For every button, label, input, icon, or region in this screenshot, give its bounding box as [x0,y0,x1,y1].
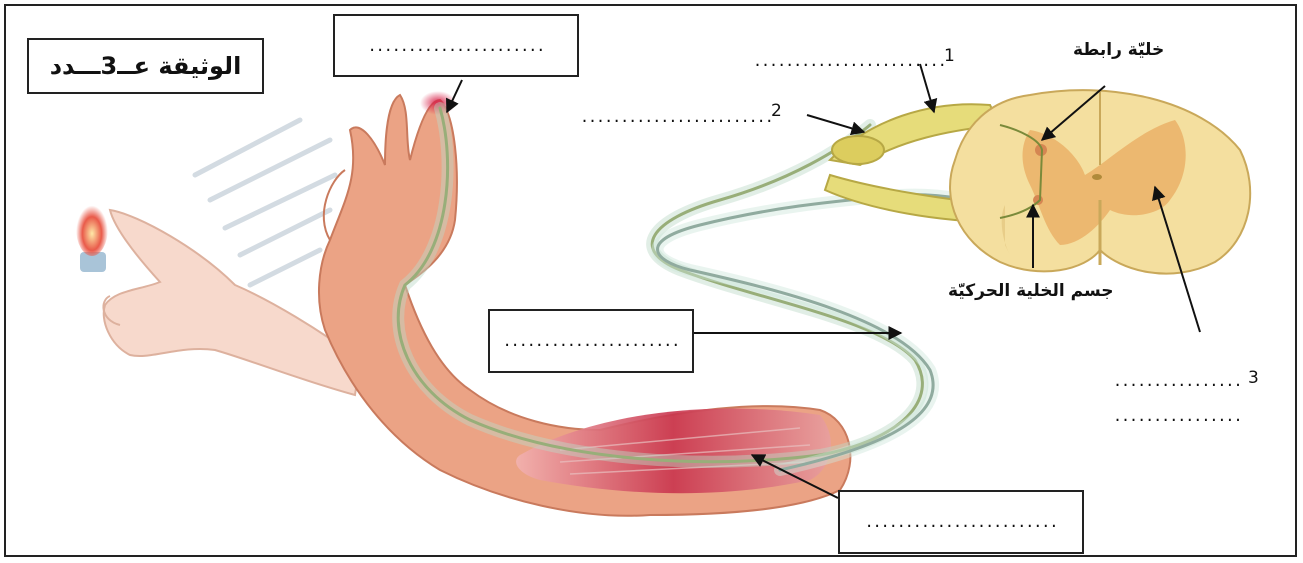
blank-line-2[interactable]: ........................ [580,108,773,126]
motion-lines [195,120,335,285]
answer-box-motor-nerve[interactable]: ...................... [488,309,694,373]
spinal-ganglion [832,136,884,164]
document-title-box: الوثيقة عــ3ـــدد [27,38,264,94]
label-number-1: 1 [944,46,955,66]
label-number-2: 2 [771,101,782,121]
blank-line-1[interactable]: ........................ [753,52,946,70]
answer-box-effector[interactable]: ........................ [838,490,1084,554]
answer-box-receptor[interactable]: ...................... [333,14,579,77]
blank-line-3a[interactable]: ................ [1113,372,1242,390]
label-interneuron: خليّة رابطة [1073,40,1164,60]
document-title: الوثيقة عــ3ـــدد [50,52,242,80]
spinal-cord-section [950,90,1250,273]
label-motor-cell-body: جسم الخلية الحركيّة [948,281,1114,301]
answer-blank: ........................ [865,513,1058,531]
candle-flame [76,200,108,272]
blank-line-3b[interactable]: ................ [1113,407,1242,425]
label-number-3: 3 [1248,368,1259,388]
answer-blank: ...................... [503,332,680,350]
answer-blank: ...................... [368,37,545,55]
